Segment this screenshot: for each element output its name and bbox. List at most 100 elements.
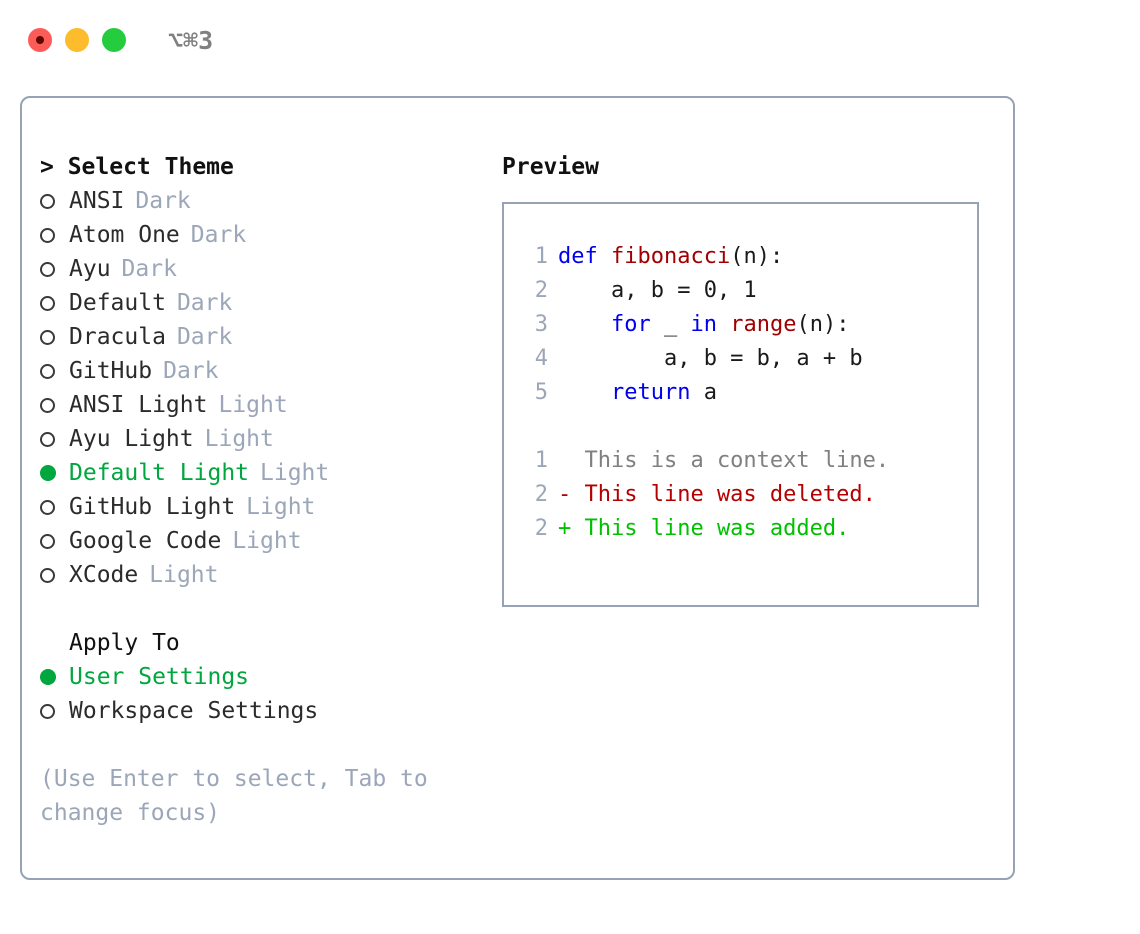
code-token-kw: for [610,312,651,337]
keyboard-shortcut-label: ⌥⌘3 [168,25,214,55]
code-token-plain: a [690,380,717,405]
radio-unselected-icon [40,388,69,422]
theme-variant-tag: Dark [176,290,233,316]
theme-option[interactable]: ANSI Dark [40,184,480,218]
minimize-button[interactable] [65,28,89,52]
radio-unselected-icon [40,252,69,286]
theme-option[interactable]: Ayu Dark [40,252,480,286]
code-line: 4 a, b = b, a + b [518,342,977,376]
close-button[interactable] [28,28,52,52]
diff-line-del: 2- This line was deleted. [518,478,977,512]
theme-option[interactable]: Default Dark [40,286,480,320]
code-token-plain: (n): [796,312,850,337]
radio-selected-icon [40,660,69,694]
apply-to-option[interactable]: Workspace Settings [40,694,480,728]
code-token-plain: _ [650,312,691,337]
radio-unselected-icon [40,694,69,728]
theme-variant-tag: Light [149,562,219,588]
code-token-kw: def [558,244,611,269]
diff-line-number: 2 [534,482,548,507]
code-line-number: 3 [534,312,548,337]
diff-line-ctx: 1 This is a context line. [518,444,977,478]
code-line-text: a, b = b, a + b [548,342,863,376]
diff-line-text: This is a context line. [558,448,890,473]
radio-unselected-icon [40,184,69,218]
code-token-kw: return [610,380,691,405]
code-line: 3 for _ in range(n): [518,308,977,342]
theme-variant-tag: Light [246,494,316,520]
theme-variant-tag: Dark [190,222,247,248]
title-bar: ⌥⌘3 [0,0,1140,80]
theme-variant-tag: Dark [163,358,219,384]
theme-label: Dracula [69,324,166,350]
apply-to-heading: Apply To [69,630,180,656]
theme-option[interactable]: XCode Light [40,558,480,592]
code-line: 2 a, b = 0, 1 [518,274,977,308]
keyboard-hint-text: (Use Enter to select, Tab to change focu… [40,766,442,826]
diff-sample: 1 This is a context line.2- This line wa… [518,444,977,546]
code-token-plain [717,312,730,337]
theme-label: XCode [69,562,139,588]
theme-option[interactable]: Dracula Dark [40,320,480,354]
preview-gap [518,410,977,444]
code-line: 5 return a [518,376,977,410]
theme-label: ANSI [69,188,125,214]
apply-to-label: User Settings [69,664,250,690]
code-token-plain: a, b = b, a + b [558,346,863,371]
theme-label: Ayu [69,256,111,282]
theme-variant-tag: Dark [121,256,177,282]
window-controls [28,28,126,52]
maximize-button[interactable] [102,28,126,52]
radio-unselected-icon [40,524,69,558]
code-line-text: for _ in range(n): [548,308,849,342]
theme-option[interactable]: ANSI Light Light [40,388,480,422]
theme-variant-tag: Light [260,460,330,486]
theme-option[interactable]: GitHub Dark [40,354,480,388]
radio-unselected-icon [40,320,69,354]
diff-line-add: 2+ This line was added. [518,512,977,546]
code-token-kw: in [690,312,717,337]
code-line-number: 2 [534,278,548,303]
diff-line-number: 2 [534,516,548,541]
code-token-plain [558,380,611,405]
code-line-number: 5 [534,380,548,405]
diff-line-number: 1 [534,448,548,473]
theme-variant-tag: Dark [176,324,233,350]
theme-option[interactable]: GitHub Light Light [40,490,480,524]
theme-variant-tag: Light [218,392,288,418]
theme-variant-tag: Dark [135,188,191,214]
code-token-plain [558,312,611,337]
code-line-number: 1 [534,244,548,269]
preview-heading: Preview [502,154,599,180]
theme-variant-tag: Light [204,426,274,452]
theme-label: ANSI Light [69,392,208,418]
code-token-plain: (n): [730,244,784,269]
code-line-text: def fibonacci(n): [548,240,783,274]
apply-to-label: Workspace Settings [69,698,319,724]
radio-unselected-icon [40,218,69,252]
list-spacer [40,592,480,626]
code-line-text: return a [548,376,717,410]
code-token-plain: a, b = 0, 1 [558,278,757,303]
radio-unselected-icon [40,558,69,592]
code-token-fn: range [730,312,797,337]
radio-unselected-icon [40,490,69,524]
radio-unselected-icon [40,286,69,320]
theme-label: GitHub Light [69,494,236,520]
apply-to-option[interactable]: User Settings [40,660,480,694]
code-line-number: 4 [534,346,548,371]
theme-label: Default [69,290,166,316]
theme-label: GitHub [69,358,153,384]
